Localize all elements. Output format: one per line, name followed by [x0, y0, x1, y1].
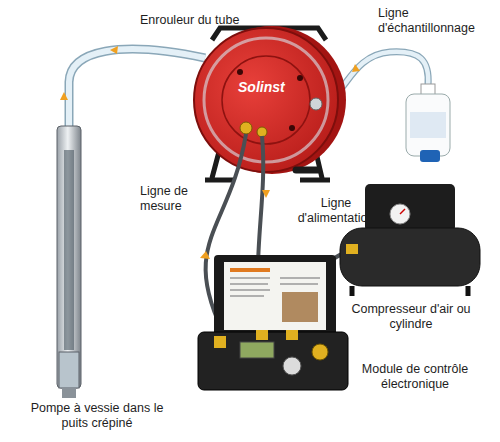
compressor-fitting	[346, 244, 358, 254]
reel-fitting	[310, 98, 322, 110]
part-label: Ligne d'alimentation	[290, 196, 382, 226]
part-label: Ligne de mesure	[140, 184, 202, 214]
module-connector	[286, 330, 298, 340]
reel-hub	[222, 56, 310, 144]
reel-flange	[194, 28, 338, 172]
flow-arrow	[200, 251, 210, 259]
reel-fitting	[257, 127, 267, 137]
reel-crank	[296, 167, 318, 174]
compressor-tank	[340, 228, 480, 286]
gauge-needle	[400, 209, 405, 214]
bottle	[406, 94, 450, 156]
tube-outline	[69, 49, 205, 128]
brand-text: Solinst	[238, 80, 298, 95]
reel-bolt	[289, 125, 295, 131]
sample-tube	[69, 49, 205, 128]
module-manual	[224, 262, 326, 330]
part-label: Ligne d'échantillonnage	[378, 6, 490, 36]
flow-arrow	[110, 46, 118, 54]
flow-arrow	[352, 64, 360, 72]
part-label: Pompe à vessie dans le puits crépiné	[22, 401, 172, 431]
module-display	[240, 342, 274, 358]
compressor-motor	[365, 184, 455, 232]
bladder-pump	[57, 126, 81, 388]
bladder	[64, 150, 74, 350]
module-gauge	[283, 357, 301, 375]
module-lid	[214, 255, 336, 337]
flow-arrow	[262, 190, 270, 198]
manual-photo	[282, 292, 318, 322]
manual-heading	[230, 268, 270, 272]
module-connector	[256, 330, 268, 340]
bottle-cap	[420, 150, 440, 162]
compressor-feet	[352, 286, 468, 296]
part-label: Compresseur d'air ou cylindre	[350, 302, 472, 332]
module-case	[198, 332, 348, 390]
pump-screen	[59, 352, 79, 388]
reel-bolt	[297, 75, 303, 81]
flow-arrow	[60, 92, 68, 100]
reel-coil	[204, 38, 328, 162]
reel-bolt	[237, 69, 243, 75]
module-connector	[214, 336, 226, 348]
part-label: Module de contrôle électronique	[352, 362, 478, 392]
part-label: Enrouleur du tube	[140, 13, 270, 28]
reel-fitting	[240, 122, 252, 134]
pump-inlet	[62, 388, 76, 398]
module-button	[312, 344, 328, 360]
pressure-gauge	[390, 204, 410, 224]
bottle-label	[410, 112, 446, 138]
